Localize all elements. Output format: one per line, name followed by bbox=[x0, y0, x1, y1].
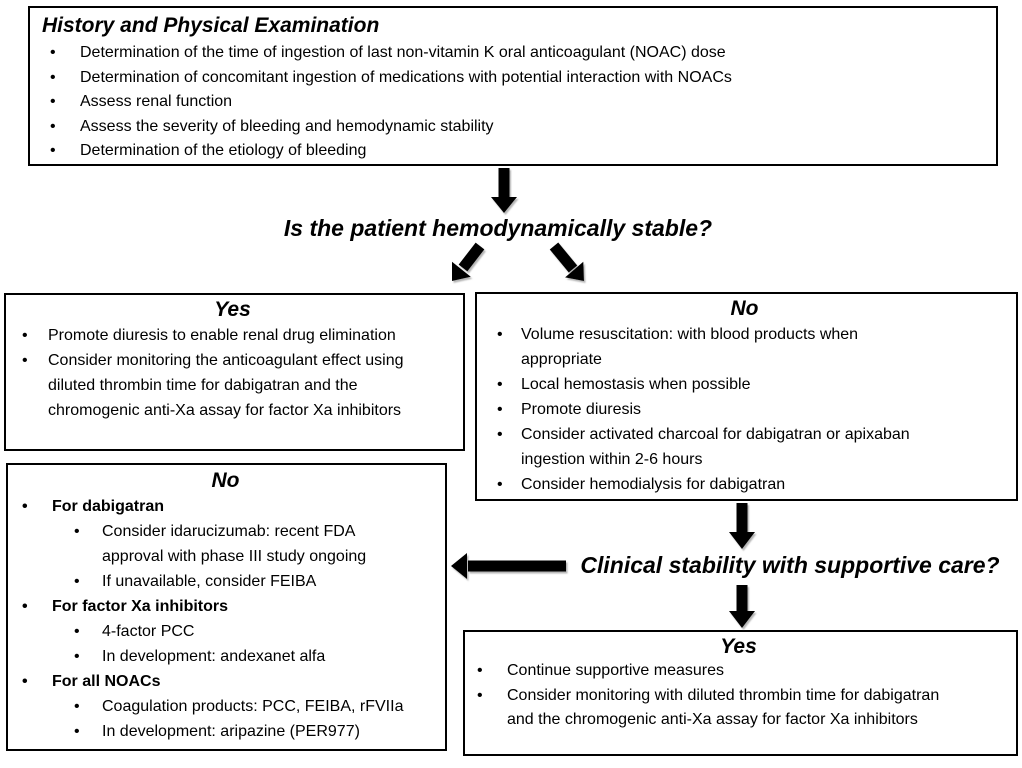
arrow-question-to-no-icon bbox=[549, 242, 584, 281]
list-item: Assess renal function bbox=[40, 90, 986, 115]
stable-no-title: No bbox=[730, 297, 759, 320]
reversal-no-list: For dabigatran Consider idarucizumab: re… bbox=[10, 494, 441, 744]
supportive-yes-title: Yes bbox=[720, 635, 757, 658]
arrow-question2-to-yes-icon bbox=[729, 585, 755, 628]
history-exam-list: Determination of the time of ingestion o… bbox=[40, 41, 986, 164]
arrow-history-to-question-icon bbox=[491, 168, 517, 213]
supportive-yes-box: Yes Continue supportive measures Conside… bbox=[463, 630, 1018, 756]
list-item: Consider monitoring with diluted thrombi… bbox=[467, 684, 957, 733]
question-hemodynamically-stable: Is the patient hemodynamically stable? bbox=[283, 215, 713, 241]
group-sublist: Coagulation products: PCC, FEIBA, rFVIIa… bbox=[52, 694, 441, 744]
history-exam-box: History and Physical Examination Determi… bbox=[28, 6, 998, 166]
list-group: For all NOACs Coagulation products: PCC,… bbox=[10, 669, 441, 744]
reversal-no-box: No For dabigatran Consider idarucizumab:… bbox=[6, 463, 447, 751]
arrow-no-to-question2-icon bbox=[729, 503, 755, 549]
list-item: Determination of the time of ingestion o… bbox=[40, 41, 986, 66]
stable-yes-title: Yes bbox=[214, 298, 251, 321]
group-label: For all NOACs bbox=[52, 673, 161, 690]
stable-no-list: Volume resuscitation: with blood product… bbox=[479, 322, 1010, 497]
list-item: In development: andexanet alfa bbox=[52, 644, 412, 669]
stable-no-box: No Volume resuscitation: with blood prod… bbox=[475, 292, 1018, 501]
list-item: Assess the severity of bleeding and hemo… bbox=[40, 115, 986, 140]
group-label: For factor Xa inhibitors bbox=[52, 598, 229, 615]
list-item: Volume resuscitation: with blood product… bbox=[479, 322, 941, 372]
list-item: Promote diuresis bbox=[479, 397, 941, 422]
stable-yes-list: Promote diuresis to enable renal drug el… bbox=[8, 323, 457, 423]
reversal-no-title: No bbox=[211, 469, 240, 492]
list-item: If unavailable, consider FEIBA bbox=[52, 569, 412, 594]
arrow-question-to-yes-icon bbox=[452, 242, 485, 281]
list-item: Consider hemodialysis for dabigatran bbox=[479, 472, 941, 497]
list-item: Consider activated charcoal for dabigatr… bbox=[479, 422, 941, 472]
list-item: Determination of concomitant ingestion o… bbox=[40, 66, 986, 91]
list-group: For dabigatran Consider idarucizumab: re… bbox=[10, 494, 441, 594]
supportive-yes-list: Continue supportive measures Consider mo… bbox=[467, 659, 1010, 733]
group-sublist: Consider idarucizumab: recent FDA approv… bbox=[52, 519, 441, 594]
list-item: Local hemostasis when possible bbox=[479, 372, 941, 397]
history-exam-title: History and Physical Examination bbox=[42, 14, 380, 37]
list-item: In development: aripazine (PER977) bbox=[52, 719, 412, 744]
list-item: Coagulation products: PCC, FEIBA, rFVIIa bbox=[52, 694, 412, 719]
list-item: Consider idarucizumab: recent FDA approv… bbox=[52, 519, 412, 569]
stable-yes-box: Yes Promote diuresis to enable renal dru… bbox=[4, 293, 465, 451]
list-group: For factor Xa inhibitors 4-factor PCC In… bbox=[10, 594, 441, 669]
group-sublist: 4-factor PCC In development: andexanet a… bbox=[52, 619, 441, 669]
list-item: 4-factor PCC bbox=[52, 619, 412, 644]
list-item: Determination of the etiology of bleedin… bbox=[40, 139, 986, 164]
group-label: For dabigatran bbox=[52, 498, 165, 515]
list-item: Promote diuresis to enable renal drug el… bbox=[8, 323, 428, 348]
question-clinical-stability: Clinical stability with supportive care? bbox=[580, 552, 1000, 578]
list-item: Consider monitoring the anticoagulant ef… bbox=[8, 348, 428, 423]
list-item: Continue supportive measures bbox=[467, 659, 957, 684]
